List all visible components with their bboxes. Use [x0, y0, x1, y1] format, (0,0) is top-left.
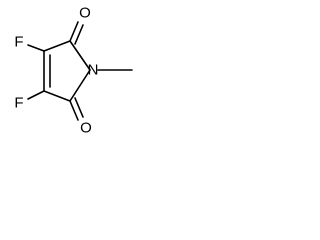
bond-c2-o-top-b — [74, 24, 84, 45]
atom-label-o-top: O — [79, 5, 91, 22]
bond-c5-c4 — [43, 90, 71, 102]
bond-c3-f-top — [27, 44, 45, 52]
bond-c4-f-bottom — [27, 90, 45, 100]
atom-label-o-bottom: O — [80, 120, 92, 137]
bond-c2-o-top-a — [69, 21, 79, 42]
bond-c5-o-bottom-b — [74, 97, 84, 118]
bond-c5-o-bottom-a — [69, 100, 79, 121]
bond-c3-c2 — [43, 40, 71, 52]
atom-label-f-top: F — [14, 34, 23, 51]
bond-c2-n — [69, 40, 91, 71]
bond-n-c5 — [69, 69, 91, 102]
molecule-structure: O F N F O — [14, 5, 133, 137]
atom-label-n: N — [88, 62, 99, 79]
structure-canvas: O F N F O — [0, 0, 152, 152]
atom-label-f-bottom: F — [14, 95, 23, 112]
